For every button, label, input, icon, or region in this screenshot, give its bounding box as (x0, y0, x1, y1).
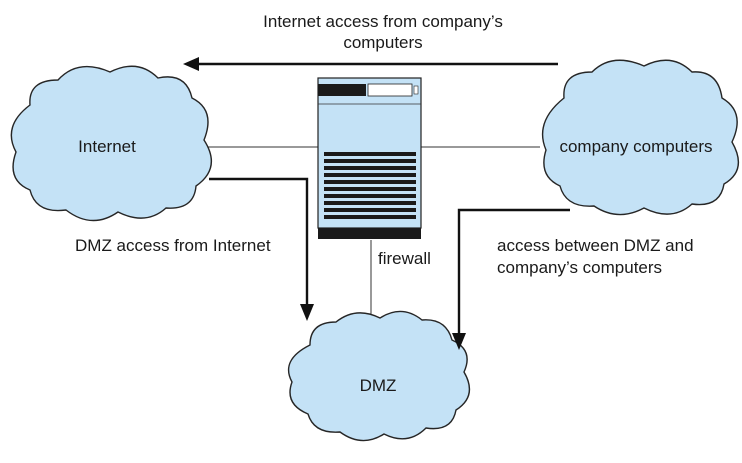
cloud-icon (287, 310, 471, 442)
cloud-icon (541, 59, 740, 216)
dmz-access-arrow (209, 177, 314, 321)
internet-access-arrow (183, 57, 558, 71)
company-computers-label: company computers (559, 137, 712, 156)
dmz-company-access-label-line2: company’s computers (497, 258, 662, 277)
dmz-cloud: DMZ (287, 310, 471, 442)
dmz-label: DMZ (360, 376, 397, 395)
firewall-label: firewall (378, 249, 431, 268)
dmz-company-access-label-line1: access between DMZ and (497, 236, 694, 255)
server-tower-icon (317, 77, 422, 239)
cloud-icon (10, 65, 213, 222)
company-computers-cloud: company computers (541, 59, 740, 216)
internet-access-label-line1: Internet access from company’s (263, 12, 503, 31)
internet-access-label-line2: computers (343, 33, 422, 52)
firewall-server: firewall (317, 77, 431, 268)
internet-cloud: Internet (10, 65, 213, 222)
dmz-access-label: DMZ access from Internet (75, 236, 271, 255)
internet-label: Internet (78, 137, 136, 156)
dmz-company-access-arrow (452, 208, 570, 350)
